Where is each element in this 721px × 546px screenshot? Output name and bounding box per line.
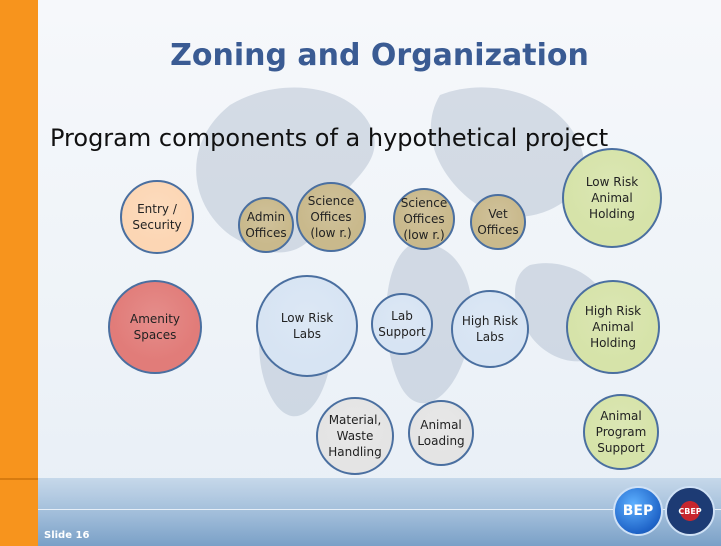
bubble-material-waste-handling: Material, Waste Handling [316,397,394,475]
bubble-label: Lab Support [378,309,426,339]
cbep-logo-text: CBEP [678,506,702,516]
bubble-lab-support: Lab Support [371,293,433,355]
bubble-high-risk-animal-holding: High Risk Animal Holding [566,280,660,374]
bubble-label: Amenity Spaces [129,312,181,342]
left-accent-bar [0,0,38,546]
bottom-band [38,478,721,546]
bubble-label: Science Offices (low r.) [307,194,355,240]
accent-divider [0,478,38,480]
bubble-label: Admin Offices [245,210,287,240]
bubble-science-offices-2: Science Offices (low r.) [393,188,455,250]
bubble-animal-loading: Animal Loading [408,400,474,466]
bubble-label: Animal Loading [417,418,465,448]
slide-number: Slide 16 [44,530,90,541]
bubble-label: Low Risk Labs [280,311,334,341]
slide-subtitle: Program components of a hypothetical pro… [50,124,609,152]
bubble-animal-program-support: Animal Program Support [583,394,659,470]
bubble-label: Vet Offices [477,207,519,237]
bubble-entry-security: Entry / Security [120,180,194,254]
bubble-low-risk-animal-holding: Low Risk Animal Holding [562,148,662,248]
bubble-label: Low Risk Animal Holding [585,175,639,221]
bep-logo: BEP [613,486,663,536]
slide-title: Zoning and Organization [170,38,589,73]
bubble-low-risk-labs: Low Risk Labs [256,275,358,377]
bubble-vet-offices: Vet Offices [470,194,526,250]
cbep-logo: CBEP [665,486,715,536]
bubble-label: High Risk Animal Holding [584,304,642,350]
bubble-science-offices-1: Science Offices (low r.) [296,182,366,252]
bep-logo-text: BEP [622,503,654,519]
bubble-label: Material, Waste Handling [328,413,382,459]
bubble-admin-offices: Admin Offices [238,197,294,253]
bubble-label: Animal Program Support [595,409,647,455]
bubble-label: Science Offices (low r.) [400,196,448,242]
bubble-label: Entry / Security [132,202,182,232]
bubble-label: High Risk Labs [461,314,519,344]
bubble-high-risk-labs: High Risk Labs [451,290,529,368]
bubble-amenity-spaces: Amenity Spaces [108,280,202,374]
bottom-divider [38,509,721,510]
